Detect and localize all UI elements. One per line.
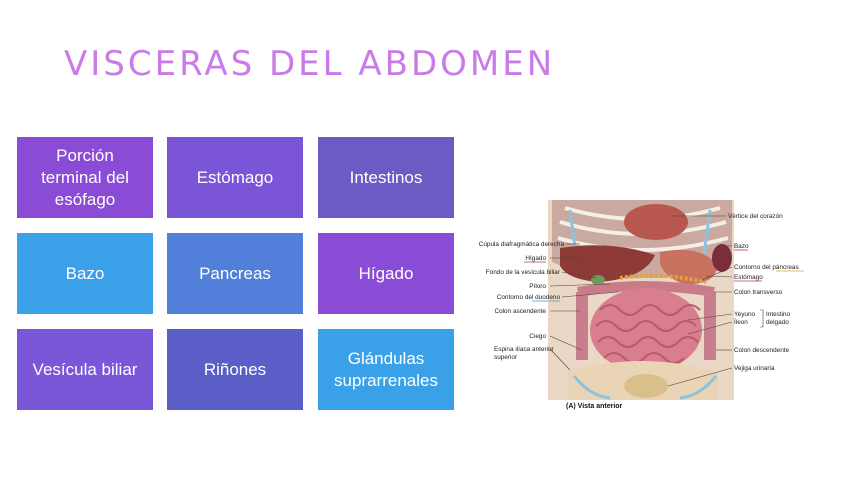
tile-higado[interactable]: Hígado (318, 233, 454, 314)
slide-title: VISCERAS DEL ABDOMEN (64, 44, 556, 84)
tile-label: Riñones (203, 359, 267, 379)
label-colon-descendente: Colon descendente (734, 347, 790, 354)
label-espina-iliaca: Espina ilíaca anterior (494, 346, 555, 353)
label-bazo: Bazo (734, 243, 749, 250)
label-ileon: Íleon (734, 317, 748, 326)
tile-vesicula-biliar[interactable]: Vesícula biliar (17, 329, 153, 410)
label-higado: Hígado (525, 255, 546, 262)
anatomy-illustration: Cúpula diafragmática derecha Hígado Fond… (479, 200, 804, 410)
label-piloro: Píloro (529, 283, 546, 290)
label-duodeno: Contorno del duodeno (497, 294, 561, 301)
tile-label: Hígado (358, 263, 414, 283)
label-estomago: Estómago (734, 274, 763, 281)
tile-esofago[interactable]: Porción terminal del esófago (17, 137, 153, 218)
label-espina-superior: superior (494, 354, 518, 361)
tile-label: Glándulas suprarrenales (334, 348, 438, 390)
label-contorno-pancreas: Contorno del páncreas (734, 264, 799, 271)
label-cupula: Cúpula diafragmática derecha (479, 241, 565, 248)
tile-label: Intestinos (349, 167, 423, 187)
tile-label: Porción terminal del esófago (41, 145, 129, 209)
tile-pancreas[interactable]: Pancreas (167, 233, 303, 314)
tile-label: Vesícula biliar (32, 359, 138, 379)
label-vertice-corazon: Vértice del corazón (728, 213, 783, 220)
tile-rinones[interactable]: Riñones (167, 329, 303, 410)
label-colon-transverso: Colon transverso (734, 289, 783, 296)
tile-label: Pancreas (199, 263, 271, 283)
label-colon-ascendente: Colon ascendente (494, 308, 546, 315)
label-vejiga: Vejiga urinaria (734, 365, 775, 372)
tile-label: Bazo (65, 263, 105, 283)
abdomen-anatomy-figure: Cúpula diafragmática derecha Hígado Fond… (470, 200, 820, 412)
figure-caption: (A) Vista anterior (566, 403, 623, 410)
label-intestino: Intestino (766, 311, 791, 318)
label-ciego: Ciego (529, 333, 546, 340)
label-yeyuno: Yeyuno (734, 311, 756, 318)
label-fondo-vesicula: Fondo de la vesícula biliar (486, 269, 561, 276)
tile-glandulas-suprarrenales[interactable]: Glándulas suprarrenales (318, 329, 454, 410)
tile-estomago[interactable]: Estómago (167, 137, 303, 218)
tile-intestinos[interactable]: Intestinos (318, 137, 454, 218)
label-delgado: delgado (766, 319, 789, 326)
tile-label: Estómago (196, 167, 274, 187)
tile-bazo[interactable]: Bazo (17, 233, 153, 314)
